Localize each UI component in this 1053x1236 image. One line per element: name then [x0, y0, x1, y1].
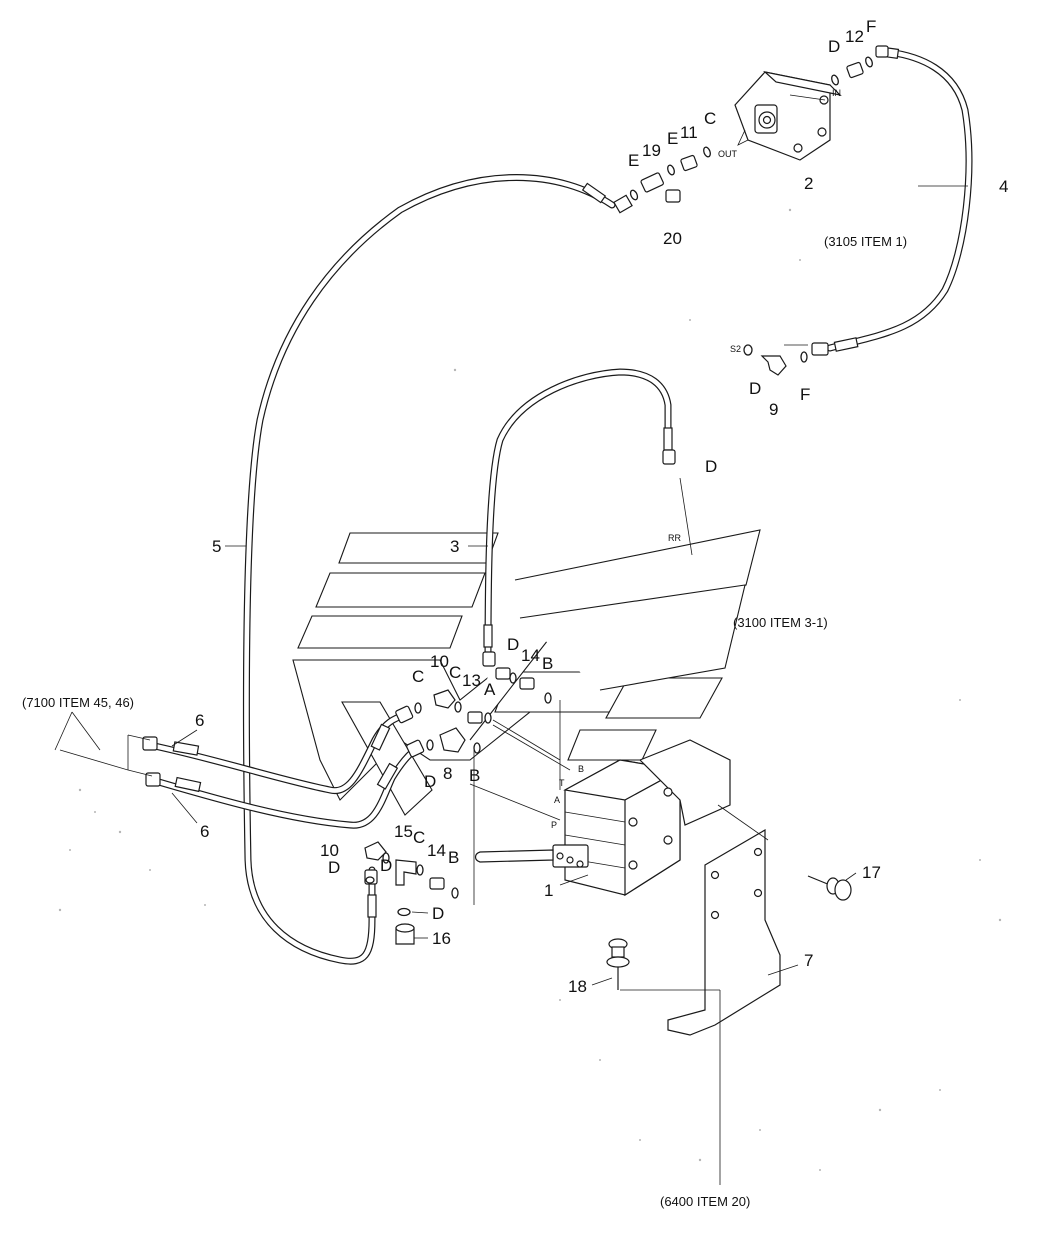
callout-10-lower: 10 [320, 841, 339, 860]
gear-pump [734, 70, 842, 161]
callout-15: 15 [394, 822, 413, 841]
port-p: P [551, 820, 557, 830]
letter-pump-d: D [828, 37, 840, 56]
callout-4: 4 [999, 177, 1008, 196]
seal-letter-codes: D F C E E D F D D B A C C D B D C B D D [328, 17, 876, 923]
letter-valve-a: A [484, 680, 496, 699]
letter-panel-d: D [705, 457, 717, 476]
letter-elbow9-f: F [800, 385, 810, 404]
letter-valve-b2: B [469, 766, 480, 785]
callout-11: 11 [680, 123, 698, 142]
ref-7100: (7100 ITEM 45, 46) [22, 695, 134, 710]
callout-14-lower: 14 [427, 841, 446, 860]
valve-fittings [364, 667, 552, 945]
ref-6400: (6400 ITEM 20) [660, 1194, 750, 1209]
letter-valve-c1: C [412, 667, 424, 686]
port-rr: RR [668, 533, 681, 543]
letter-valve-d: D [507, 635, 519, 654]
callout-8: 8 [443, 764, 452, 783]
bolt-17 [807, 875, 852, 901]
letter-pump-f: F [866, 17, 876, 36]
callout-13: 13 [462, 671, 481, 690]
callout-14-upper: 14 [521, 646, 540, 665]
callout-5: 5 [212, 537, 221, 556]
port-b: B [578, 764, 584, 774]
letter-pump-c: C [704, 109, 716, 128]
letter-valve-d2: D [424, 772, 436, 791]
mounting-bracket [667, 828, 781, 1036]
port-in: IN [832, 88, 841, 98]
bolt-18 [606, 938, 630, 990]
hose-crimp-sleeves [172, 45, 900, 918]
letter-lower-b: B [448, 848, 459, 867]
letter-lower-d3: D [432, 904, 444, 923]
callout-7: 7 [804, 951, 813, 970]
port-a: A [554, 795, 560, 805]
callout-1: 1 [544, 881, 553, 900]
callout-2: 2 [804, 174, 813, 193]
reference-notes: (3105 ITEM 1) (3100 ITEM 3-1) (7100 ITEM… [22, 234, 907, 1209]
elbow-fitting-9 [743, 344, 808, 376]
background-specks [58, 208, 1002, 1171]
hose-3 [484, 368, 672, 664]
letter-valve-b: B [542, 654, 553, 673]
pump-fittings [629, 56, 873, 203]
port-t: T [559, 778, 565, 788]
callout-9: 9 [769, 400, 778, 419]
callout-10-upper: 10 [430, 652, 449, 671]
port-s2: S2 [730, 344, 741, 354]
letter-elbow9-d: D [749, 379, 761, 398]
callout-18: 18 [568, 977, 587, 996]
callout-6-lower: 6 [200, 822, 209, 841]
hose-4 [826, 48, 973, 352]
port-marks: IN OUT S2 RR T A B P [551, 88, 841, 830]
ref-3100: (3100 ITEM 3-1) [733, 615, 828, 630]
callout-numbers: 1 2 3 4 5 6 6 7 8 9 10 10 11 12 13 14 14… [195, 27, 1008, 996]
callout-16: 16 [432, 929, 451, 948]
letter-lower-c: C [413, 828, 425, 847]
callout-17: 17 [862, 863, 881, 882]
callout-12: 12 [845, 27, 864, 46]
letter-pump-e1: E [667, 129, 678, 148]
control-valve [474, 739, 731, 897]
callout-20: 20 [663, 229, 682, 248]
letter-valve-c2: C [449, 663, 461, 682]
hose-6-lower [148, 746, 419, 829]
ref-3105: (3105 ITEM 1) [824, 234, 907, 249]
letter-pump-e2: E [628, 151, 639, 170]
leader-lines [54, 185, 968, 1185]
hose-5 [242, 174, 616, 965]
letter-lower-d2: D [380, 856, 392, 875]
callout-19: 19 [642, 141, 661, 160]
letter-lower-d1: D [328, 858, 340, 877]
port-out: OUT [718, 149, 738, 159]
callout-3: 3 [450, 537, 459, 556]
callout-6-upper: 6 [195, 711, 204, 730]
